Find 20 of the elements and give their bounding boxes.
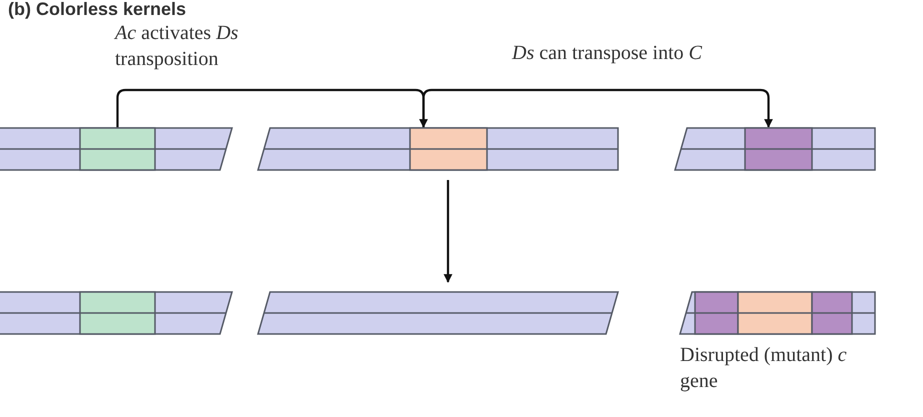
dna-segment	[258, 292, 618, 334]
gene-block	[410, 128, 487, 170]
gene-block	[80, 128, 155, 170]
gene-block	[695, 292, 738, 334]
gene-block	[80, 292, 155, 334]
dna-segment	[0, 292, 232, 334]
dna-segment	[0, 128, 232, 170]
arrow	[422, 88, 773, 128]
arrow	[444, 180, 452, 283]
gene-block	[738, 292, 812, 334]
edge-label: Ac activates Ds transposition	[115, 21, 240, 72]
dna-segment	[258, 128, 618, 170]
arrow	[116, 88, 428, 128]
dna-segment	[680, 292, 875, 334]
gene-block	[812, 292, 852, 334]
title: (b) Colorless kernels	[8, 0, 186, 21]
dna-segment	[675, 128, 875, 170]
gene-block	[745, 128, 812, 170]
gene-caption: Disrupted (mutant) c gene	[680, 343, 848, 394]
edge-label: Ds can transpose into C	[512, 41, 703, 66]
